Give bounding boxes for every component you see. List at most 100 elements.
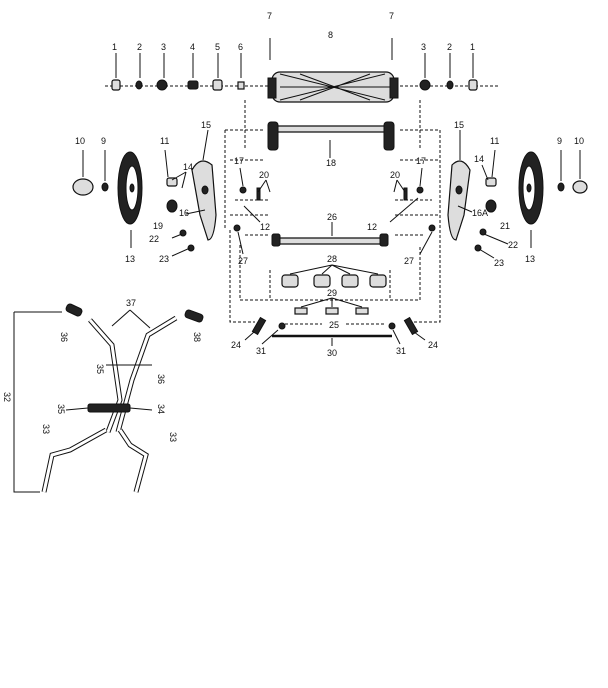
label-17a: 17 [234, 156, 244, 166]
spring-20-left [256, 187, 261, 201]
reel-8 [267, 71, 399, 103]
label-5: 5 [215, 42, 220, 52]
label-27b: 27 [404, 256, 414, 266]
handle-lower-33 [41, 427, 149, 493]
washer-9-left [101, 182, 109, 192]
label-33b: 33 [168, 432, 178, 442]
part-2-left [135, 80, 143, 90]
label-17b: 17 [416, 156, 426, 166]
part-28-b [313, 274, 331, 288]
label-10a: 10 [75, 136, 85, 146]
label-36a: 36 [59, 332, 69, 342]
part-3-right [419, 79, 431, 91]
label-15a: 15 [201, 120, 211, 130]
reel-shaft-assembly [105, 38, 498, 103]
label-32: 32 [2, 392, 12, 402]
part-28-d [369, 274, 387, 288]
label-7a: 7 [267, 11, 272, 21]
label-35b: 35 [56, 404, 66, 414]
label-37: 37 [126, 298, 136, 308]
nut-31-left [278, 322, 286, 330]
label-22b: 22 [508, 240, 518, 250]
label-18: 18 [326, 158, 336, 168]
label-15b: 15 [454, 120, 464, 130]
label-2a: 2 [137, 42, 142, 52]
label-16: 16 [179, 208, 189, 218]
label-21: 21 [500, 221, 510, 231]
label-33a: 33 [41, 424, 51, 434]
label-12b: 12 [367, 222, 377, 232]
washer-9-right [557, 182, 565, 192]
part-5 [212, 79, 223, 91]
label-31b: 31 [396, 346, 406, 356]
label-19: 19 [153, 221, 163, 231]
label-35a: 35 [95, 364, 105, 374]
part-11-right [485, 177, 497, 187]
bracket-35-34 [87, 403, 131, 413]
part-23-left [187, 244, 195, 252]
label-9a: 9 [101, 136, 106, 146]
part-29-b [325, 307, 339, 315]
label-22a: 22 [149, 234, 159, 244]
label-31a: 31 [256, 346, 266, 356]
bolt-24-right [403, 316, 419, 336]
part-29-a [294, 307, 308, 315]
left-wheel-assembly [72, 129, 271, 257]
label-20a: 20 [259, 170, 269, 180]
label-14b: 14 [474, 154, 484, 164]
part-28-a [281, 274, 299, 288]
part-1-right [468, 79, 478, 91]
hubcap-10-right [572, 180, 588, 194]
part-4-spring [187, 80, 199, 90]
part-17-right [416, 186, 424, 194]
part-6 [237, 81, 245, 90]
label-24b: 24 [428, 340, 438, 350]
label-7b: 7 [389, 11, 394, 21]
part-27-right [428, 224, 436, 232]
frame-outline [224, 100, 441, 323]
side-plate-15-left [191, 160, 217, 241]
label-8: 8 [328, 30, 333, 40]
label-27a: 27 [238, 256, 248, 266]
label-30: 30 [327, 348, 337, 358]
part-3-left [156, 79, 168, 91]
label-38: 38 [192, 332, 202, 342]
part-28-c [341, 274, 359, 288]
roller-18 [267, 121, 395, 158]
wheel-13-left [117, 151, 143, 225]
part-21 [485, 199, 497, 213]
label-11a: 11 [160, 136, 169, 146]
label-23b: 23 [494, 258, 504, 268]
nut-31-right [388, 322, 396, 330]
label-23a: 23 [159, 254, 169, 264]
hubcap-10-left [72, 178, 94, 196]
part-22-left [179, 229, 187, 237]
part-22-right [479, 228, 487, 236]
label-13a: 13 [125, 254, 135, 264]
grip-38-left [65, 303, 83, 317]
label-3b: 3 [421, 42, 426, 52]
label-29: 29 [327, 288, 337, 298]
part-11-left [166, 177, 178, 187]
label-4: 4 [190, 42, 195, 52]
label-26: 26 [327, 212, 337, 222]
label-12a: 12 [260, 222, 270, 232]
label-16a: 16A [472, 208, 488, 218]
part-17-left [239, 186, 247, 194]
cutter-bar-26 [271, 222, 389, 247]
wheel-13-right [518, 151, 544, 225]
label-24a: 24 [231, 340, 241, 350]
side-plate-15-right [447, 160, 471, 241]
label-13b: 13 [525, 254, 535, 264]
handle-assembly [13, 303, 204, 493]
label-2b: 2 [447, 42, 452, 52]
part-number-labels: 1 2 3 4 5 6 7 7 8 3 2 1 10 9 11 15 14 17… [2, 11, 584, 442]
label-11b: 11 [490, 136, 499, 146]
label-34: 34 [156, 404, 166, 414]
label-1b: 1 [470, 42, 475, 52]
lower-parts [244, 264, 426, 346]
label-28: 28 [327, 254, 337, 264]
label-14a: 14 [183, 162, 193, 172]
label-36b: 36 [156, 374, 166, 384]
